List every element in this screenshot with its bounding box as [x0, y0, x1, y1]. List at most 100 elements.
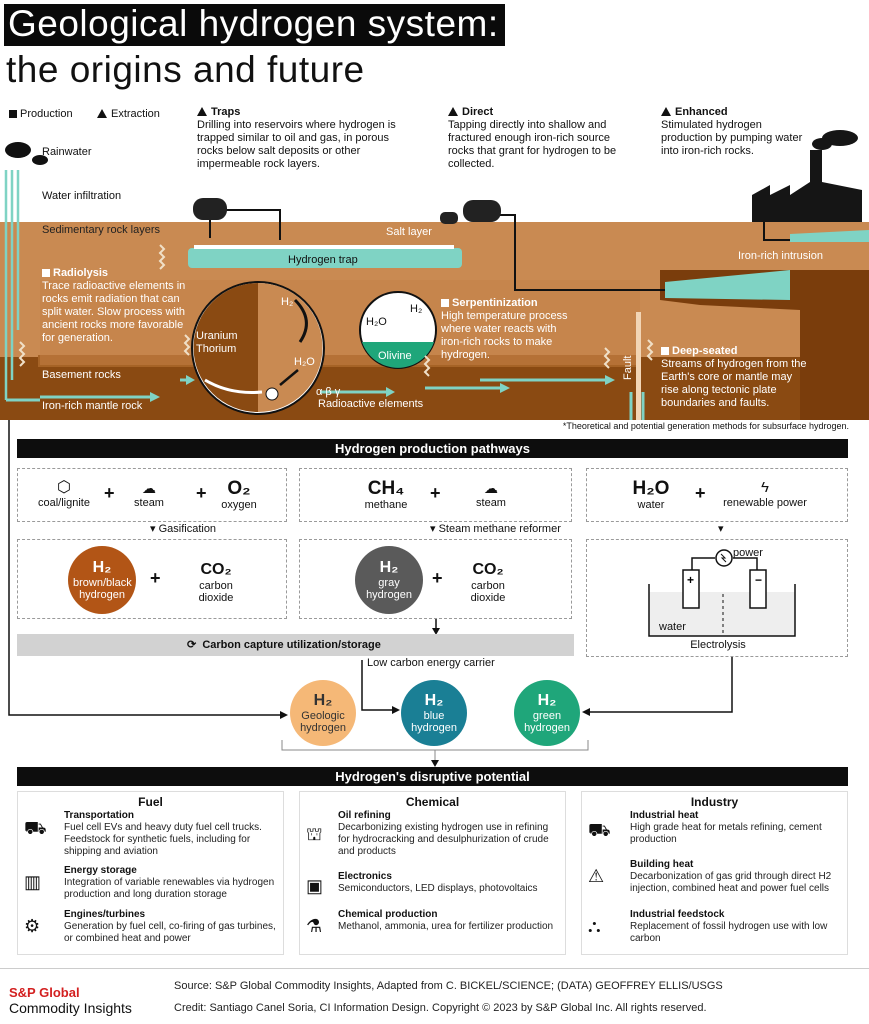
factory-feed-icon: ⛬: [588, 916, 601, 936]
sedimentary-label: Sedimentary rock layers: [42, 224, 160, 236]
panel-chemical: Chemical ⛫ Oil refining Decarbonizing ex…: [299, 791, 566, 955]
col3-inputs: H₂O water + ϟ renewable power: [586, 468, 848, 522]
green-hydrogen-label: green hydrogen: [524, 710, 570, 734]
h2-label: H₂: [281, 296, 294, 308]
storage-tank-icon: [193, 198, 227, 220]
triangle-icon: [448, 107, 458, 116]
plus-sign: +: [695, 483, 706, 503]
green-h2: H₂: [537, 692, 557, 709]
svg-text:+: +: [687, 573, 694, 587]
refinery-icon: ⛫: [306, 824, 323, 844]
electronics-desc: Semiconductors, LED displays, photovolta…: [338, 883, 538, 894]
energy-storage-desc: Integration of variable renewables via h…: [64, 877, 275, 900]
gray-hydrogen-circle: H₂ gray hydrogen: [355, 546, 423, 614]
plus-sign: +: [430, 483, 441, 503]
co2-formula: CO₂: [472, 561, 504, 578]
green-hydrogen-circle: H₂ green hydrogen: [514, 680, 580, 746]
building-heat-desc: Decarbonization of gas grid through dire…: [630, 871, 832, 894]
uranium-label: Uranium: [196, 330, 238, 342]
radiolysis-title: Radiolysis: [53, 267, 109, 279]
fuel-title: Fuel: [138, 795, 163, 809]
battery-storage-icon: ▥: [24, 872, 42, 892]
building-heat-title: Building heat: [630, 859, 694, 870]
steam-icon: ☁: [142, 480, 156, 496]
coal-label: coal/lignite: [38, 497, 90, 509]
ccus-bar: ⟳ Carbon capture utilization/storage: [17, 634, 574, 656]
enhanced-text: Enhanced Stimulated hydrogen production …: [661, 106, 811, 158]
transportation-title: Transportation: [64, 810, 135, 821]
lightning-icon: ϟ: [761, 479, 769, 496]
oil-refining-desc: Decarbonizing existing hydrogen use in r…: [338, 822, 549, 857]
deep-seated-title: Deep-seated: [672, 345, 738, 357]
col2-outputs: H₂ gray hydrogen + CO₂ carbon dioxide: [299, 539, 572, 619]
industrial-heat-desc: High grade heat for metals refining, cem…: [630, 822, 822, 845]
industrial-heat-title: Industrial heat: [630, 810, 699, 821]
industrial-feedstock-title: Industrial feedstock: [630, 909, 725, 920]
enhanced-title: Enhanced: [675, 106, 728, 118]
methane-label: methane: [364, 499, 408, 511]
panel-industry: Industry ⛟ Industrial heat High grade he…: [581, 791, 848, 955]
ccus-label: Carbon capture utilization/storage: [202, 639, 381, 651]
plus-sign: +: [196, 483, 207, 503]
brown-hydrogen-circle: H₂ brown/black hydrogen: [68, 546, 136, 614]
col2-inputs: CH₄ methane + ☁ steam: [299, 468, 572, 522]
oil-refining-title: Oil refining: [338, 810, 391, 821]
radiolysis-text: Radiolysis Trace radioactive elements in…: [42, 267, 198, 345]
pathway-connectors: [8, 420, 733, 767]
col1-inputs: ⬡ coal/lignite + ☁ steam + O₂ oxygen: [17, 468, 287, 522]
rainwater-label: Rainwater: [42, 146, 92, 158]
down-arrow: ▾: [718, 523, 724, 535]
pathways-header: Hydrogen production pathways: [17, 439, 848, 458]
recycle-icon: ⟳: [187, 639, 197, 651]
fault-line: [636, 312, 641, 420]
power-label: power: [733, 547, 763, 559]
col3-electrolysis: + − power water Electrolysis: [586, 539, 848, 657]
geology-cross-section: [0, 130, 869, 420]
title-line-2: the origins and future: [6, 49, 365, 90]
square-icon: [441, 299, 449, 307]
salt-layer-shape: [194, 245, 454, 249]
co2-label: carbon dioxide: [470, 580, 506, 604]
traps-text: Traps Drilling into reservoirs where hyd…: [197, 106, 402, 171]
iron-intrusion: [660, 270, 869, 420]
square-icon: [42, 269, 50, 277]
steam-label: steam: [476, 497, 506, 509]
hydrogen-trap-shape: [188, 248, 462, 268]
potential-header: Hydrogen's disruptive potential: [17, 767, 848, 786]
serpentinization-desc: High temperature process where water rea…: [441, 310, 568, 361]
square-icon: [661, 347, 669, 355]
industry-title: Industry: [690, 795, 739, 809]
direct-text: Direct Tapping directly into shallow and…: [448, 106, 618, 171]
blue-h2: H₂: [424, 692, 444, 709]
salt-layer-label: Salt layer: [386, 226, 432, 238]
coal-icon: ⬡: [57, 479, 71, 496]
gray-h2: H₂: [379, 559, 399, 576]
steam-label: steam: [134, 497, 164, 509]
legend-extraction: Extraction: [97, 108, 160, 121]
factory-icon: [752, 150, 862, 222]
square-icon: [9, 110, 17, 119]
electrolysis-water-label: water: [659, 621, 686, 633]
co2-label: carbon dioxide: [198, 580, 234, 604]
triangle-icon: [197, 107, 207, 116]
enhanced-desc: Stimulated hydrogen production by pumpin…: [661, 119, 803, 157]
deep-seated-text: Deep-seated Streams of hydrogen from the…: [661, 345, 811, 410]
energy-storage-title: Energy storage: [64, 865, 137, 876]
direct-reservoir: [665, 270, 790, 300]
serpentinization-text: Serpentinization High temperature proces…: [441, 297, 581, 362]
legend-production: Production: [9, 108, 73, 121]
methane-formula: CH₄: [367, 478, 405, 499]
flask-icon: ⚗: [306, 916, 323, 936]
col1-outputs: H₂ brown/black hydrogen + CO₂ carbon dio…: [17, 539, 287, 619]
gasification-label: ▾ Gasification: [150, 523, 217, 535]
footnote: *Theoretical and potential generation me…: [562, 421, 849, 431]
low-carbon-label: Low carbon energy carrier: [367, 657, 495, 669]
radiolysis-desc: Trace radioactive elements in rocks emit…: [42, 280, 186, 344]
gray-hydrogen-label: gray hydrogen: [366, 577, 412, 601]
iron-intrusion-label: Iron-rich intrusion: [738, 250, 823, 262]
basement-label: Basement rocks: [42, 369, 121, 381]
serp-h2-label: H₂: [410, 303, 423, 315]
brown-hydrogen-label: brown/black hydrogen: [73, 577, 132, 601]
chemical-production-desc: Methanol, ammonia, urea for fertilizer p…: [338, 921, 554, 932]
truck-icon: ⛟: [24, 818, 47, 838]
